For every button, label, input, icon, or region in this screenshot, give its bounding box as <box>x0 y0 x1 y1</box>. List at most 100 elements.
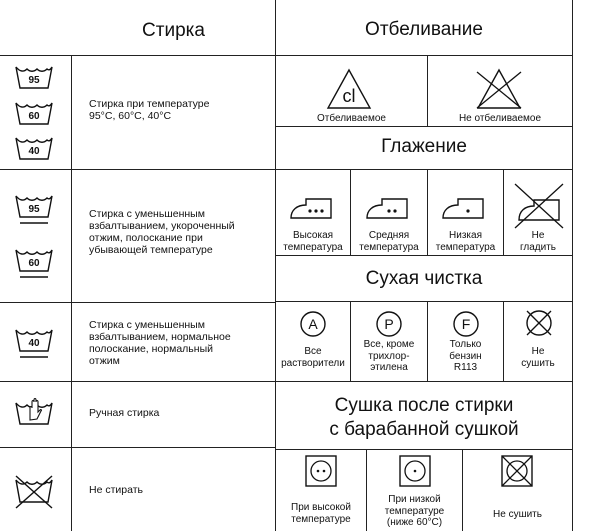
iron-high-label: Высокая температура <box>276 230 350 253</box>
do-not-tumble-dry-icon <box>501 455 533 487</box>
grid-line <box>350 301 351 381</box>
description-line: отжим <box>89 355 120 367</box>
caption-line: гладить <box>519 241 557 253</box>
grid-line <box>462 449 463 531</box>
header-tumble-dry-line: с барабанной сушкой <box>329 419 519 440</box>
dry-clean-letter: P <box>384 316 393 332</box>
grid-line <box>427 301 428 381</box>
grid-line <box>275 449 573 450</box>
caption-line: (ниже 60°C) <box>386 517 443 528</box>
do-not-wash-description: Не стирать <box>89 484 143 496</box>
grid-line <box>275 126 573 127</box>
caption-line: сушить <box>521 357 555 369</box>
grid-line <box>275 381 573 382</box>
header-bleaching: Отбеливание <box>365 19 483 40</box>
do-not-wash-icon <box>15 475 53 509</box>
iron-medium-temp-icon <box>366 198 408 219</box>
grid-line <box>0 302 275 303</box>
description-line: Стирка с уменьшенным <box>89 208 205 220</box>
grid-line <box>503 301 504 381</box>
description-line: взбалтыванием, нормальное <box>89 331 231 343</box>
description-line: Стирка при температуре <box>89 98 210 110</box>
description-line: 95°C, 60°C, 40°C <box>89 110 172 122</box>
no-bleach-label: Не отбеливаемое <box>458 113 542 124</box>
iron-high-temp-icon <box>290 198 332 219</box>
caption-line: бензин <box>449 350 482 362</box>
header-tumble-dry-line: Сушка после стирки <box>334 395 514 416</box>
description-line: Стирка с уменьшенным <box>89 319 205 331</box>
grid-line <box>275 0 276 531</box>
header-dry-cleaning: Сухая чистка <box>365 268 483 289</box>
tumble-dry-high-label: При высокой температуре <box>276 502 366 525</box>
wash-tub-40-medium-icon: 40 <box>15 329 53 358</box>
caption-line: этилена <box>370 362 408 373</box>
dry-clean-p-label: Все, кроме трихлор- этилена <box>351 339 427 374</box>
grid-line <box>572 0 573 531</box>
bleach-triangle-icon: cl <box>326 68 372 109</box>
caption-line: При низкой <box>388 494 441 505</box>
dry-clean-any-label: Все растворители <box>275 346 351 369</box>
dry-clean-f-label: Только бензин R113 <box>428 339 503 374</box>
grid-line <box>275 55 573 56</box>
bleach-label: Отбеливаемое <box>317 113 386 124</box>
do-not-iron-icon <box>514 183 564 229</box>
dry-clean-any-solvent-icon: A <box>300 311 326 337</box>
grid-line <box>275 255 573 256</box>
iron-low-temp-icon <box>442 198 484 219</box>
grid-line <box>366 449 367 531</box>
description-line: убывающей температуре <box>89 244 213 256</box>
description-line: взбалтыванием, укороченный <box>89 220 235 232</box>
description-line: полоскание, нормальный <box>89 343 213 355</box>
caption-line: температура <box>359 241 419 253</box>
wash-tub-95-icon: 95 <box>15 66 53 89</box>
caption-line: Не <box>531 346 545 357</box>
caption-line: Средняя <box>368 230 410 241</box>
grid-line <box>503 169 504 255</box>
dry-clean-letter: F <box>462 316 471 332</box>
caption-line: трихлор- <box>368 350 410 362</box>
header-ironing: Глажение <box>381 136 467 157</box>
wash-tub-40-icon: 40 <box>15 137 53 160</box>
caption-line: При высокой <box>291 502 351 513</box>
caption-line: температура <box>283 241 343 253</box>
wash-temp-label: 95 <box>28 204 40 215</box>
caption-line: Высокая <box>292 230 334 241</box>
caption-line: Не <box>531 230 545 241</box>
wash-tub-95-gentle-icon: 95 <box>15 195 53 224</box>
do-not-dry-clean-label: Не сушить <box>504 346 572 369</box>
tumble-dry-high-icon <box>305 455 337 487</box>
do-not-dry-clean-icon <box>526 310 552 336</box>
caption-line: Все, кроме <box>363 339 415 350</box>
wash-temp-label: 95 <box>28 75 40 86</box>
do-not-iron-label: Не гладить <box>504 230 572 253</box>
iron-low-label: Низкая температура <box>428 230 503 253</box>
wash-temp-label: 40 <box>28 338 40 349</box>
wash-gentle-description: Стирка с уменьшенным взбалтыванием, укор… <box>89 208 271 256</box>
wash-temp-label: 40 <box>28 146 40 157</box>
do-not-tumble-dry-label: Не сушить <box>463 509 572 521</box>
description-line: отжим, полоскание при <box>89 232 203 244</box>
caption-line: температура <box>435 241 496 253</box>
wash-normal-description: Стирка при температуре 95°C, 60°C, 40°C <box>89 98 269 122</box>
tumble-dry-low-label: При низкой температуре (ниже 60°C) <box>367 494 462 529</box>
no-bleach-icon <box>476 68 522 109</box>
caption-line: Не сушить <box>493 509 542 520</box>
grid-line <box>0 381 275 382</box>
grid-line <box>275 301 573 302</box>
tumble-dry-low-icon <box>399 455 431 487</box>
grid-line <box>0 55 275 56</box>
wash-medium-description: Стирка с уменьшенным взбалтыванием, норм… <box>89 319 271 367</box>
hand-wash-icon <box>15 397 53 425</box>
wash-tub-60-gentle-icon: 60 <box>15 249 53 278</box>
wash-tub-60-icon: 60 <box>15 102 53 125</box>
header-tumble-dry: Сушка после стирки с барабанной сушкой <box>276 394 572 442</box>
caption-line: растворители <box>281 357 345 369</box>
grid-line <box>71 55 72 531</box>
grid-line <box>427 55 428 126</box>
grid-line <box>0 447 275 448</box>
header-washing: Стирка <box>142 20 205 41</box>
grid-line <box>427 169 428 255</box>
grid-line <box>350 169 351 255</box>
bleach-icon-label: cl <box>343 86 356 106</box>
